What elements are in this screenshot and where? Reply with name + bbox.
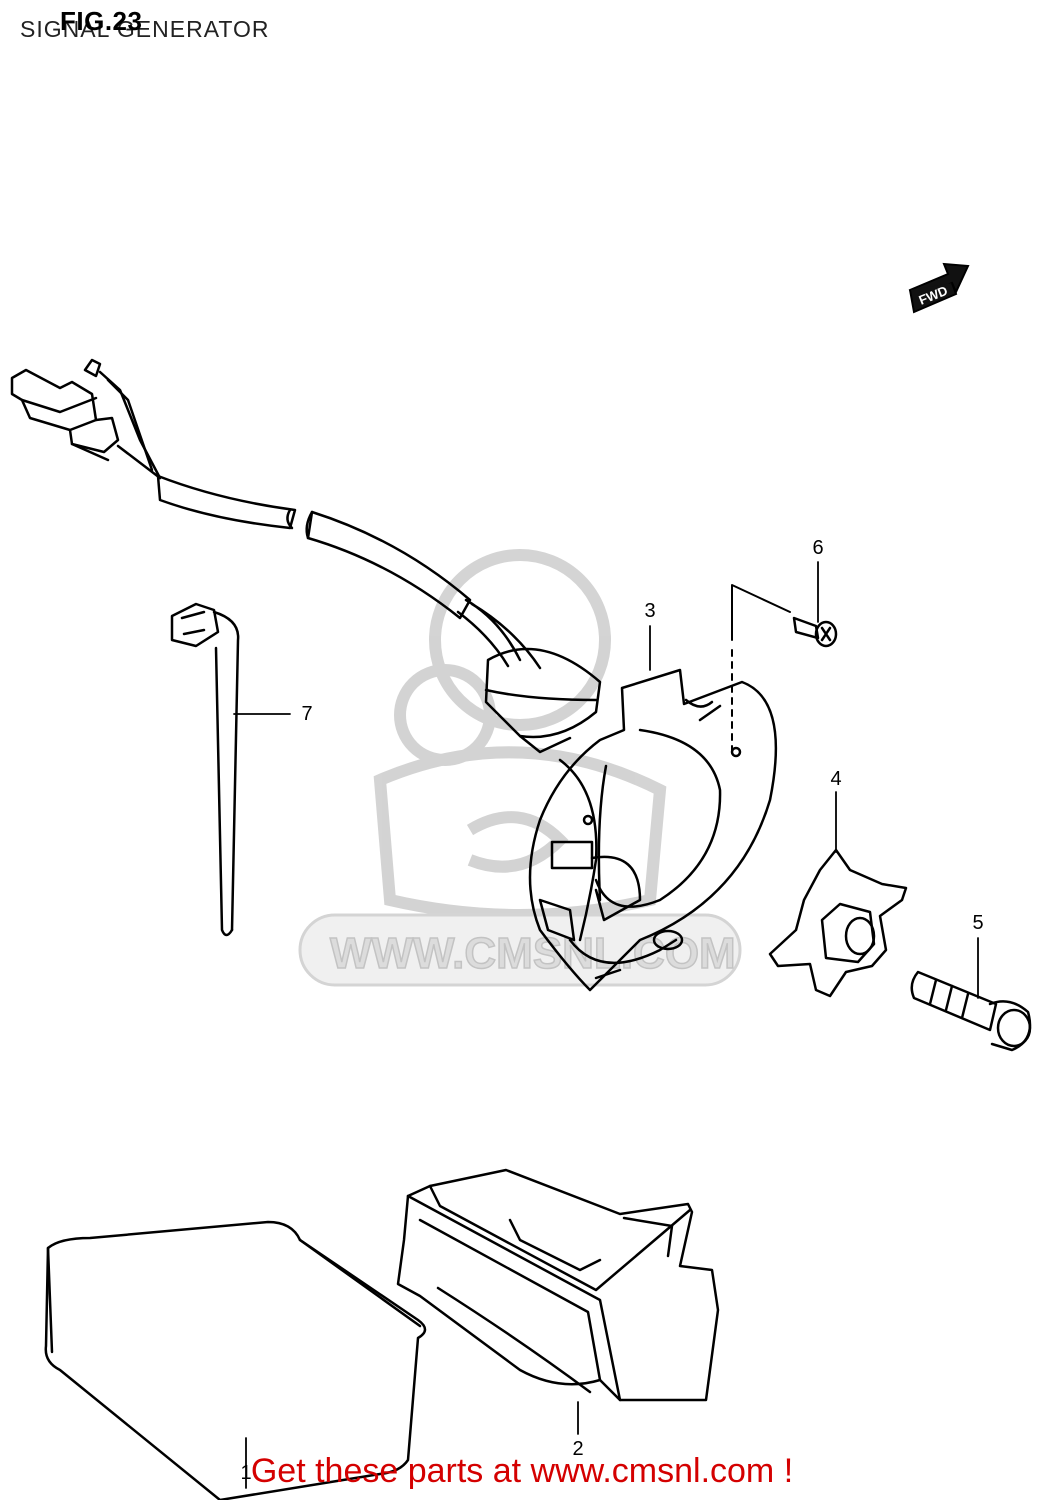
callout-3: 3 — [644, 600, 656, 622]
callout-4: 4 — [830, 768, 842, 790]
watermark-logo — [373, 549, 667, 921]
callout-1: 1 — [240, 1462, 252, 1484]
get-parts-link[interactable]: Get these parts at www.cmsnl.com ! — [250, 1452, 794, 1490]
cable-clamp — [170, 602, 240, 937]
figure-title: SIGNAL GENERATOR — [20, 16, 270, 42]
callout-6: 6 — [812, 537, 824, 559]
signal-generator-assembly — [528, 668, 778, 992]
case — [396, 1168, 720, 1402]
fwd-badge: FWD — [908, 262, 970, 314]
callout-7: 7 — [301, 703, 313, 725]
callout-2: 2 — [572, 1438, 584, 1460]
grommet — [484, 647, 602, 754]
watermark: WWW.CMSNL.COM — [298, 549, 742, 987]
screw — [792, 616, 838, 648]
rotor — [768, 848, 908, 998]
callout-5: 5 — [972, 912, 984, 934]
callout-leaders — [233, 561, 979, 1489]
watermark-url: WWW.CMSNL.COM — [330, 929, 736, 978]
harness-cable-lower — [305, 510, 542, 670]
screw-leader — [731, 584, 791, 757]
figure-number: FIG.23 — [60, 6, 143, 36]
harness-connector — [10, 358, 162, 480]
bolt — [910, 970, 1032, 1052]
cover — [44, 1220, 427, 1500]
harness-cable-upper — [156, 474, 297, 530]
